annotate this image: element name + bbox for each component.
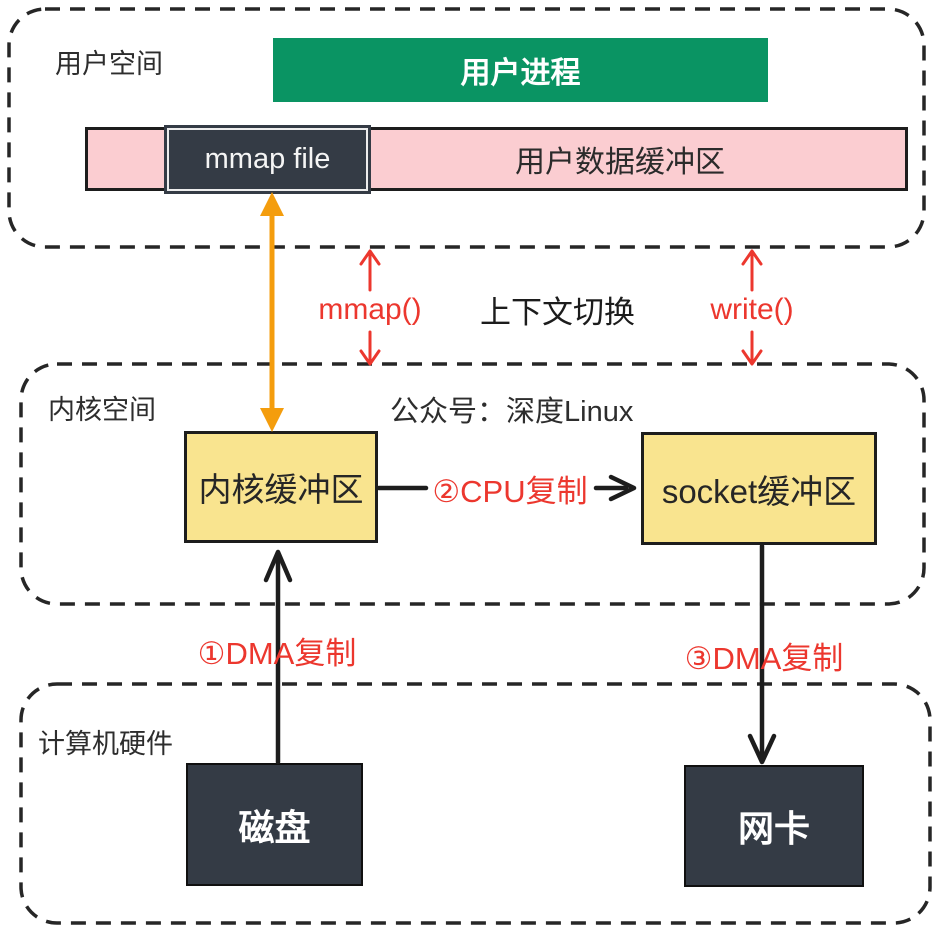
disk-box: 磁盘 (186, 763, 363, 886)
disk-label: 磁盘 (238, 806, 311, 848)
kernel-buffer-box: 内核缓冲区 (184, 431, 378, 543)
mmap-mapping-double-arrow (260, 192, 284, 432)
user-process-label: 用户进程 (460, 57, 581, 90)
dma-copy-nic-label: ③DMA复制 (684, 640, 844, 676)
mmap-call-label: mmap() (318, 293, 422, 326)
hardware-label: 计算机硬件 (38, 729, 173, 759)
mmap-switch-down-arrow (359, 330, 381, 366)
kernel-buffer-label: 内核缓冲区 (198, 471, 364, 508)
dma-copy-disk-label: ①DMA复制 (197, 635, 357, 671)
mmap-file-box: mmap file (167, 128, 368, 191)
user-data-buffer-label: 用户数据缓冲区 (515, 146, 725, 179)
context-switch-label: 上下文切换 (480, 294, 635, 330)
write-switch-down-arrow (741, 330, 763, 366)
kernel-space-label: 内核空间 (48, 395, 156, 425)
socket-buffer-box: socket缓冲区 (641, 432, 877, 545)
nic-label: 网卡 (737, 808, 810, 849)
mmap-file-label: mmap file (204, 143, 331, 175)
write-call-label: write() (710, 293, 794, 326)
user-space-label: 用户空间 (55, 49, 163, 79)
socket-buffer-label: socket缓冲区 (661, 472, 857, 510)
nic-box: 网卡 (684, 765, 864, 887)
user-process-box: 用户进程 (273, 38, 768, 102)
mmap-switch-up-arrow (359, 249, 381, 292)
watermark-text: 公众号：深度Linux (390, 396, 634, 428)
write-switch-up-arrow (741, 249, 763, 292)
cpu-copy-label: ②CPU复制 (432, 473, 588, 509)
